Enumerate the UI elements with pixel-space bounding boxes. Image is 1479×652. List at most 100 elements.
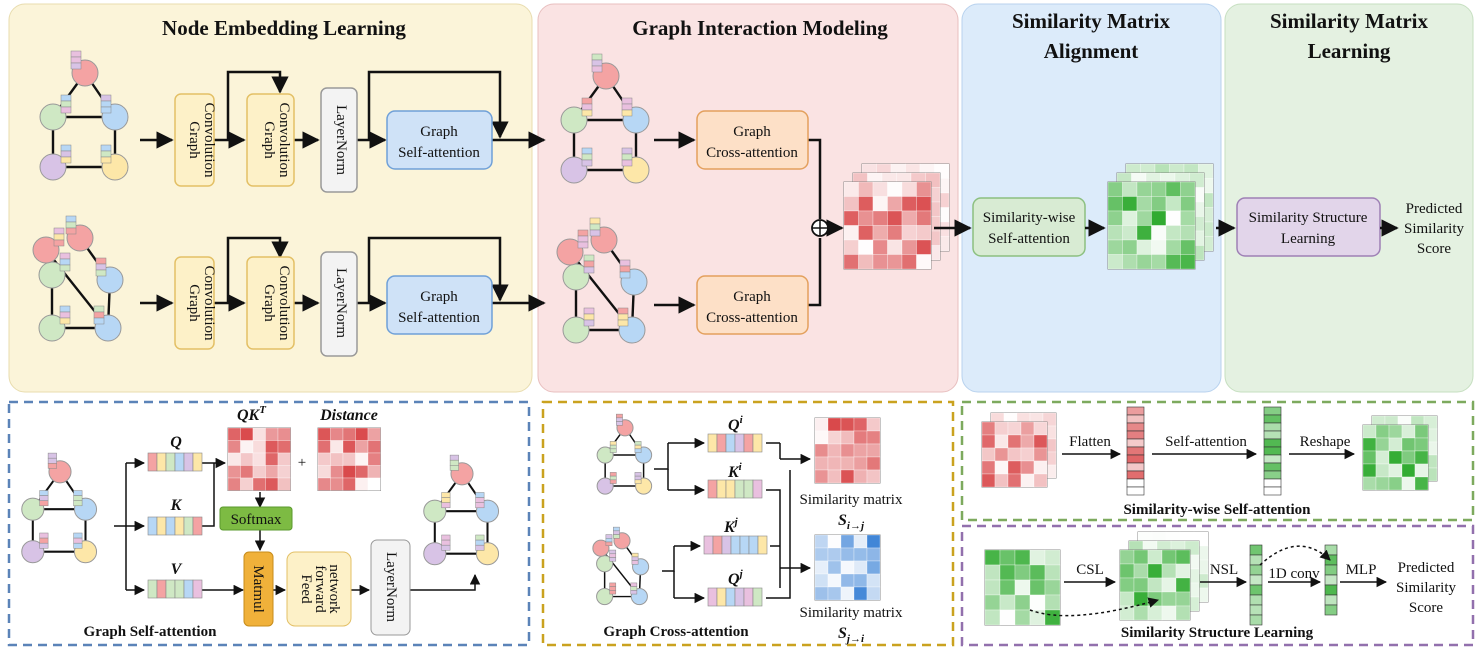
heatmap-cell [858,254,874,270]
column-cell [1249,604,1263,616]
node-feature-cell [59,311,71,319]
heatmap-cell [1133,591,1149,607]
sa-qk-label: QKT [237,404,267,424]
node-feature-cell [634,448,642,453]
heatmap-cell [901,210,917,226]
node-feature-cell [39,542,49,549]
node-feature-cell [591,65,603,73]
vector-cell [183,516,194,536]
heatmap-cell [1362,463,1377,478]
node-feature-cell [60,144,72,152]
heatmap-cell [240,452,254,466]
heatmap-cell [342,452,356,466]
heatmap-cell [1107,196,1123,212]
vector-cell [725,479,736,499]
vector-cell [748,535,759,555]
heatmap-cell [994,447,1009,462]
heatmap-cell [330,427,344,441]
column-cell [1126,422,1145,432]
ca-caption: Graph Cross-attention [603,624,749,640]
vector-cell [734,587,745,607]
svg-text:Graph: Graph [186,121,202,159]
heatmap-cell [1033,460,1048,475]
cross-attention-block-1: Graph Cross-attention [696,110,809,170]
node-feature-cell [634,472,642,477]
ca-ki-vector [707,479,763,499]
heatmap-cell [814,430,829,445]
node-feature-cell [449,465,459,471]
heatmap-cell [866,456,881,471]
heatmap-cell [1414,424,1429,439]
heatmap-cell [916,196,932,212]
node-feature-cell [475,534,485,541]
heatmap-cell [1175,605,1191,621]
heatmap-cell [265,465,279,479]
heatmap-cell [265,477,279,491]
heatmap-cell [252,452,266,466]
heatmap-cell [858,196,874,212]
heatmap-cell [1175,563,1191,579]
heatmap-cell [827,417,842,432]
heatmap-cell [1414,463,1429,478]
sa-distance-label: Distance [319,407,378,424]
graph-node [21,540,45,564]
heatmap-cell [1029,564,1046,581]
ss-predicted-2: Similarity [1396,580,1457,596]
heatmap-cell [367,452,381,466]
predicted-score-label-2: Similarity [1404,221,1465,237]
vector-cell [147,452,158,472]
heatmap-cell [901,181,917,197]
vector-cell [156,516,167,536]
heatmap-cell [916,181,932,197]
svg-text:Similarity-wise: Similarity-wise [983,210,1076,226]
vector-cell [752,433,763,453]
sa-input-graph-icon [21,452,98,564]
vector-cell [734,479,745,499]
heatmap-cell [330,465,344,479]
heatmap-cell [252,440,266,454]
graph-node [39,103,67,131]
column-cell [1126,478,1145,488]
heatmap-cell [1033,421,1048,436]
column-cell [1324,574,1338,586]
node-feature-cell [475,492,485,498]
heatmap-cell [367,477,381,491]
column-cell [1126,446,1145,456]
heatmap-cell [827,547,842,562]
sim-structure-block: Similarity Structure Learning [1236,197,1381,257]
vector-cell [725,587,736,607]
node-feature-cell [634,475,642,481]
heatmap-cell [367,427,381,441]
column-cell [1263,414,1282,424]
heatmap-cell [1161,591,1177,607]
heatmap-cell [1122,210,1138,226]
heatmap-cell [1136,239,1152,255]
section-title-sim-alignment-1: Similarity Matrix [1012,9,1171,33]
heatmap-cell [984,564,1001,581]
heatmap-cell [1151,196,1167,212]
ss-input-matrix [984,549,1061,626]
heatmap-cell [901,239,917,255]
svg-text:Convolution: Convolution [276,102,292,178]
heatmap-cell [355,465,369,479]
heatmap-cell [984,549,1001,566]
node-feature-cell [59,264,71,272]
heatmap-cell [277,452,291,466]
predicted-score-label-3: Score [1417,241,1451,257]
heatmap-cell [1388,437,1403,452]
heatmap-cell [866,443,881,458]
column-cell [1126,438,1145,448]
heatmap-cell [1122,254,1138,270]
svg-text:Cross-attention: Cross-attention [706,310,798,326]
heatmap-cell [1029,579,1046,596]
heatmap-cell [1175,577,1191,593]
heatmap-cell [342,465,356,479]
heatmap-cell [843,239,859,255]
ca-arrows [654,437,812,604]
heatmap-cell [367,465,381,479]
vector-cell [192,579,203,599]
heatmap-cell [277,427,291,441]
svg-text:Similarity Structure: Similarity Structure [1249,210,1368,226]
node-feature-cell [100,94,112,102]
heatmap-cell [1119,549,1135,565]
